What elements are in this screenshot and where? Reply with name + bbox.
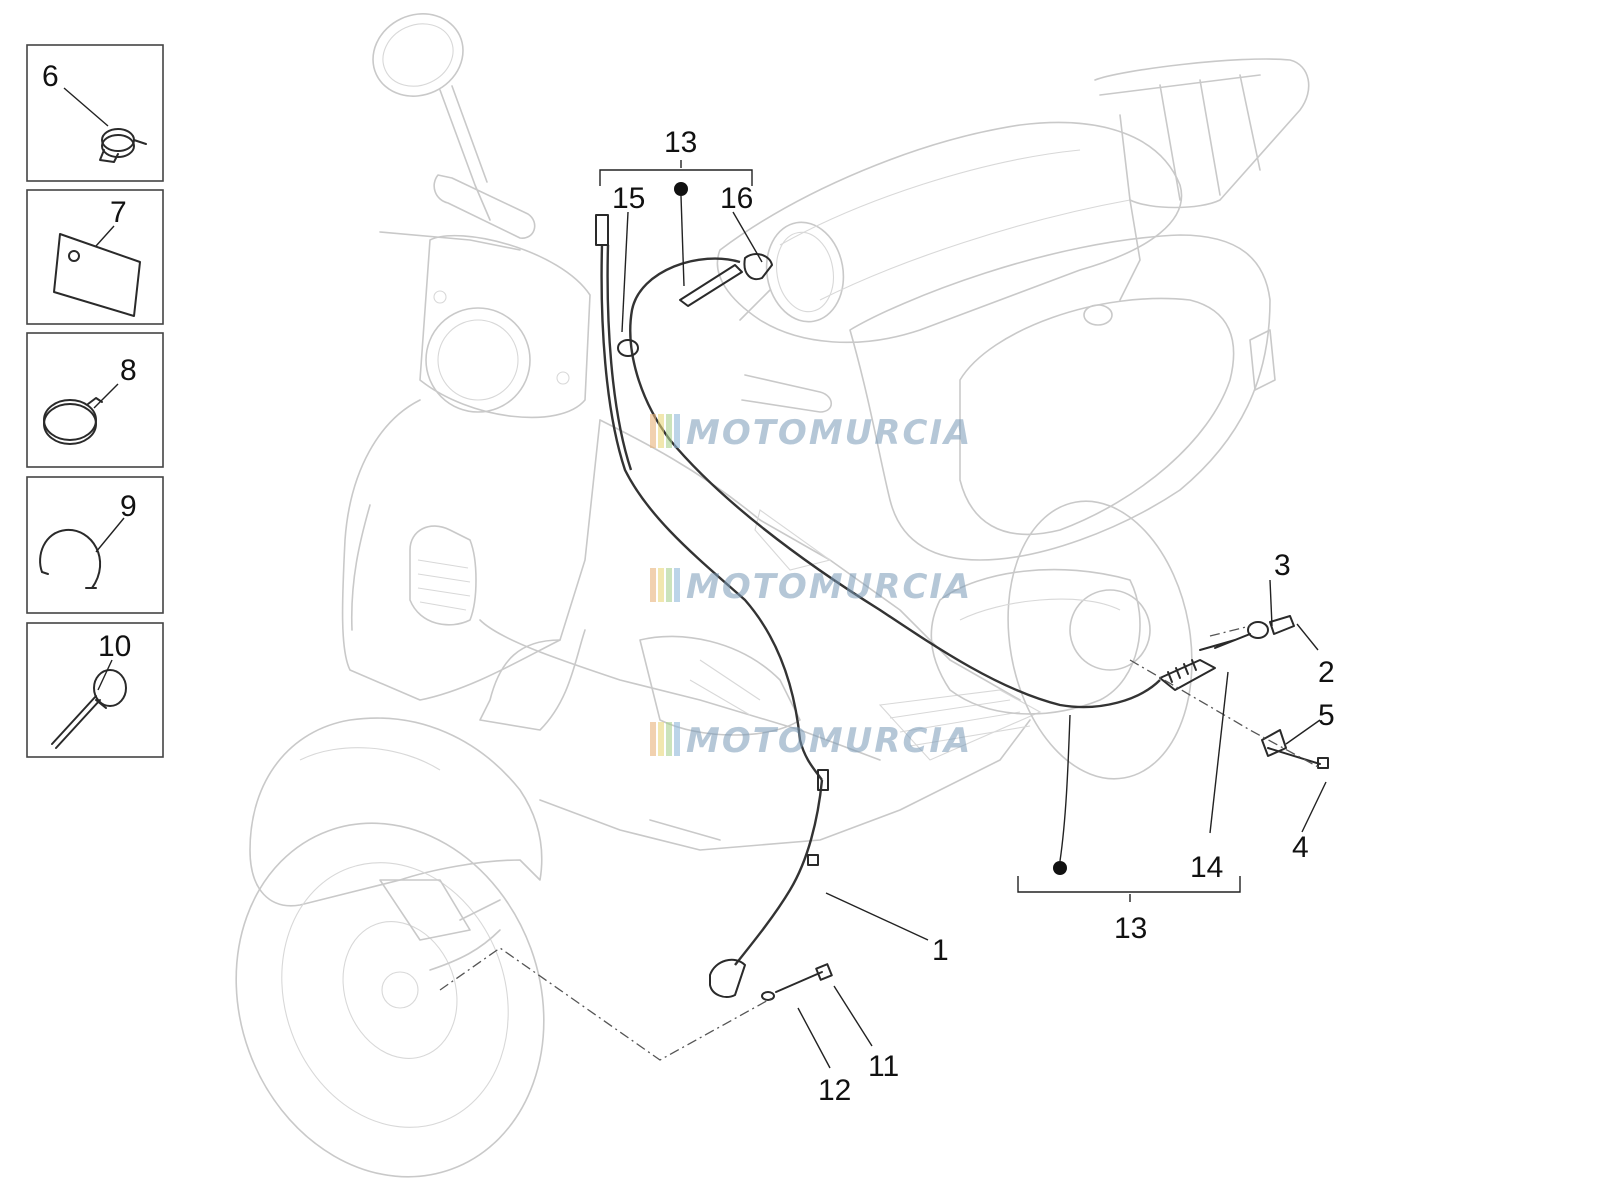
watermark-2: MOTOMURCIA [650,567,972,607]
callout-8: 8 [120,354,137,387]
callout-13-top: 13 [664,126,697,159]
callout-6: 6 [42,60,59,93]
alignment-lines [439,625,1321,1061]
inset-box-7: 7 [26,189,164,325]
callout-13-bottom: 13 [1114,912,1147,945]
callout-1: 1 [932,934,949,967]
callout-3: 3 [1274,549,1291,582]
cable-assembly [595,214,1329,1001]
callout-14: 14 [1190,851,1223,884]
plate-7-icon [53,233,141,317]
inset-box-9: 9 [26,476,164,614]
scooter-outline [235,13,1310,1178]
callout-15: 15 [612,182,645,215]
callout-9: 9 [120,490,137,523]
watermark-text-3: MOTOMURCIA [686,721,972,761]
callout-10: 10 [98,630,131,663]
hose-clamp-8-icon [43,397,103,445]
watermark-text-1: MOTOMURCIA [686,413,972,453]
watermark-3: MOTOMURCIA [650,721,972,761]
inset-box-6: 6 [26,44,164,182]
callout-16: 16 [720,182,753,215]
leader-lines [599,160,1327,1069]
inset-box-8: 8 [26,332,164,468]
watermark-1: MOTOMURCIA [650,413,972,453]
callout-4: 4 [1292,831,1309,864]
clamp-6-icon [99,128,147,163]
callout-2: 2 [1318,656,1335,689]
inset-box-10: 10 [26,622,164,758]
callout-12: 12 [818,1074,851,1107]
cable-tie-10-icon [51,669,127,749]
watermark-text-2: MOTOMURCIA [686,567,972,607]
callout-5: 5 [1318,699,1335,732]
circlip-9-icon [39,528,102,589]
callout-7: 7 [110,196,127,229]
callout-11: 11 [868,1050,899,1083]
callout-numbers: 13 15 16 3 2 5 4 14 13 1 11 12 [612,126,1335,1107]
